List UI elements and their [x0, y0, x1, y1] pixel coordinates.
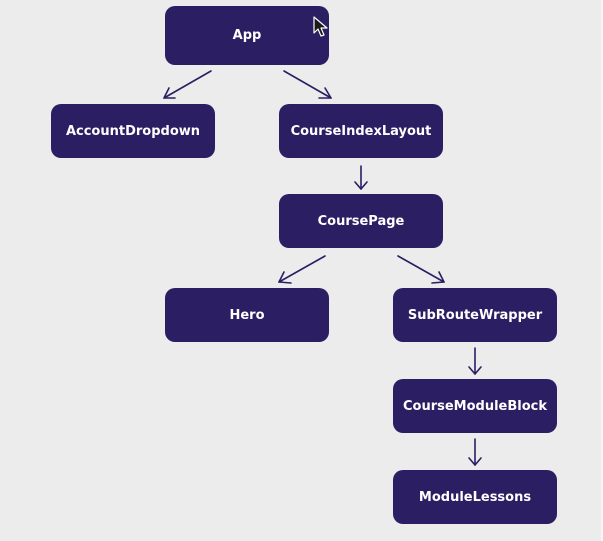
node-accountdropdown[interactable]: AccountDropdown [51, 104, 215, 158]
mouse-pointer-icon [313, 16, 328, 37]
node-courseindexlayout[interactable]: CourseIndexLayout [279, 104, 443, 158]
window-edge [601, 0, 603, 541]
edge-coursemoduleblock-modulelessons [468, 438, 482, 466]
edge-coursepage-subroutewrapper [397, 255, 445, 284]
edge-subroutewrapper-coursemoduleblock [468, 347, 482, 375]
edge-coursepage-hero [278, 255, 326, 284]
edge-app-accountdropdown [163, 70, 212, 99]
node-coursepage[interactable]: CoursePage [279, 194, 443, 248]
node-coursemoduleblock[interactable]: CourseModuleBlock [393, 379, 557, 433]
edge-courseindexlayout-coursepage [354, 165, 368, 190]
node-app[interactable]: App [165, 6, 329, 65]
node-subroutewrapper[interactable]: SubRouteWrapper [393, 288, 557, 342]
edge-app-courseindexlayout [283, 70, 332, 99]
node-hero[interactable]: Hero [165, 288, 329, 342]
node-modulelessons[interactable]: ModuleLessons [393, 470, 557, 524]
